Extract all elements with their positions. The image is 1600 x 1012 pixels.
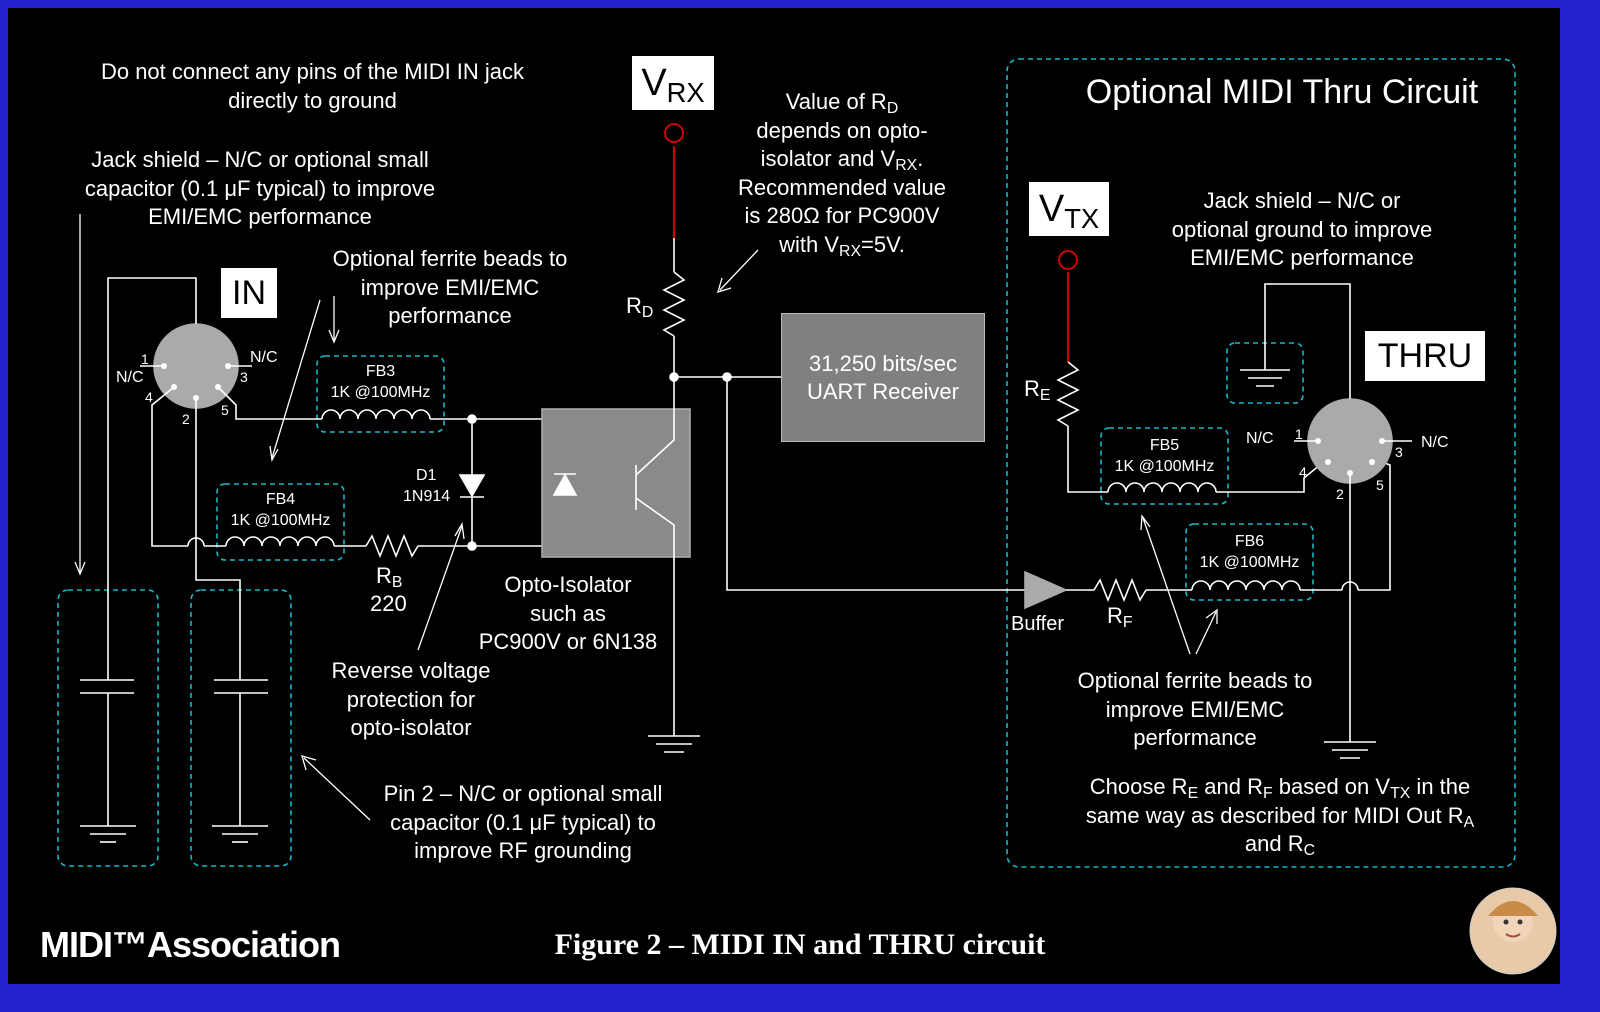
thru-pin5: 5 [1376, 477, 1384, 493]
thru-pin2: 2 [1336, 486, 1344, 502]
d1-part: 1N914 [403, 488, 451, 505]
fb3-label: FB3 [365, 363, 396, 380]
in-pin1: 1 [141, 351, 149, 367]
rd-label: RD [626, 293, 654, 321]
thru-nc-left: N/C [1246, 430, 1274, 447]
cap2-dashed-box [190, 589, 292, 867]
rb-label: RB [376, 563, 403, 591]
fb3-value: 1K @100MHz [330, 384, 431, 401]
note-rd-value: Value of RD depends on opto- isolator an… [738, 89, 946, 260]
slide [8, 8, 1560, 984]
fb5-dashed-box [1100, 427, 1229, 505]
fb6-dashed-box [1185, 523, 1314, 601]
fb3-dashed-box [316, 355, 445, 433]
in-pin3: 3 [240, 369, 248, 385]
vtx-label: VTX [1029, 182, 1109, 236]
thru-nc-right: N/C [1421, 434, 1449, 451]
thru-pin3: 3 [1395, 444, 1403, 460]
fb4-dashed-box [216, 483, 345, 561]
d1-label: D1 [416, 467, 437, 484]
figure-caption: Figure 2 – MIDI IN and THRU circuit [554, 928, 1046, 961]
in-pin5: 5 [221, 402, 229, 418]
thru-jack-label: THRU [1365, 331, 1485, 381]
midi-association-logo: MIDI™Association [40, 924, 341, 965]
avatar [1469, 887, 1557, 975]
fb6-value: 1K @100MHz [1199, 554, 1300, 571]
note-no-ground: Do not connect any pins of the MIDI IN j… [100, 59, 525, 113]
vrx-label: VRX [632, 56, 714, 110]
re-label: RE [1024, 376, 1051, 404]
rf-label: RF [1107, 603, 1133, 631]
fb6-label: FB6 [1234, 533, 1265, 550]
in-nc-right: N/C [250, 349, 278, 366]
in-pin2: 2 [182, 411, 190, 427]
thru-pin1: 1 [1295, 426, 1303, 442]
in-jack-label: IN [221, 268, 277, 318]
thru-dashed-box [1006, 58, 1516, 868]
rb-value: 220 [370, 591, 407, 616]
note-choose: Choose RE and RF based on VTX in the sam… [1085, 774, 1475, 859]
fb5-label: FB5 [1149, 437, 1180, 454]
thru-pin4: 4 [1299, 464, 1307, 480]
fb4-label: FB4 [265, 491, 296, 508]
optional-thru-title: Optional MIDI Thru Circuit [1085, 73, 1479, 111]
fb5-value: 1K @100MHz [1114, 458, 1215, 475]
in-pin4: 4 [145, 389, 153, 405]
fb4-value: 1K @100MHz [230, 512, 331, 529]
in-nc-left: N/C [116, 369, 144, 386]
buffer-label: Buffer [1011, 613, 1064, 635]
